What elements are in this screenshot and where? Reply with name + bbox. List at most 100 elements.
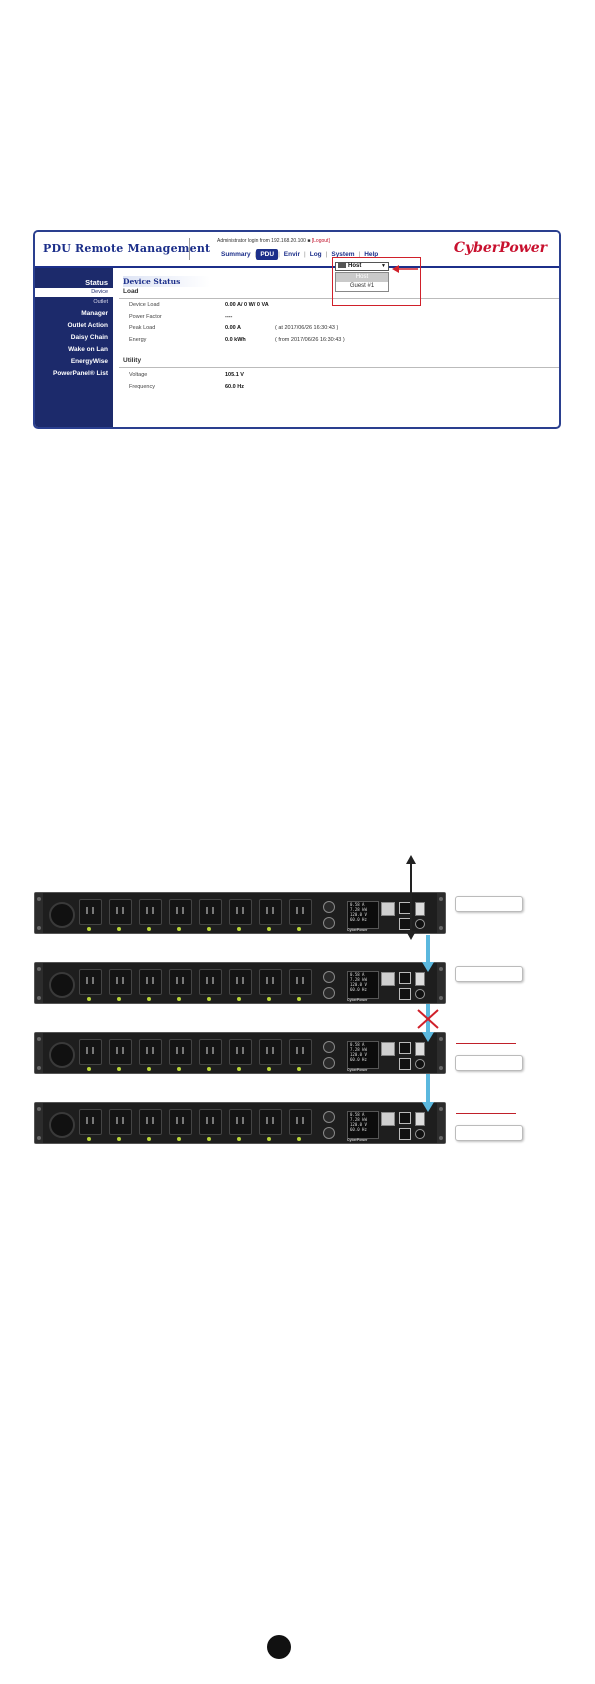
outlet — [229, 969, 252, 995]
outlet — [139, 899, 162, 925]
outlet-led — [87, 927, 91, 931]
nav-pdu[interactable]: PDU — [256, 249, 279, 260]
mount-ear — [437, 1103, 445, 1143]
usb-port — [415, 1112, 425, 1126]
outlet-led — [207, 1067, 211, 1071]
device-load-value: 0.00 A/ 0 W/ 0 VA — [225, 302, 269, 308]
nav-summary[interactable]: Summary — [221, 251, 251, 258]
lcd-line: 120.0 V — [350, 1122, 367, 1127]
outlet-led — [147, 1067, 151, 1071]
lcd-line: 60.0 Hz — [350, 1057, 367, 1062]
outlet-led — [237, 1067, 241, 1071]
option-host[interactable]: Host — [336, 273, 388, 282]
sidebar-item-manager[interactable]: Manager — [81, 310, 108, 317]
outlet-led — [117, 1137, 121, 1141]
outlet — [259, 1109, 282, 1135]
mount-ear — [35, 893, 43, 933]
outlet — [199, 1039, 222, 1065]
utility-heading: Utility — [123, 357, 142, 364]
label-box — [455, 1125, 523, 1141]
outlet — [199, 899, 222, 925]
sensor-port — [415, 989, 425, 999]
outlet-led — [207, 927, 211, 931]
app-title: PDU Remote Management — [43, 242, 211, 255]
outlet-led — [117, 927, 121, 931]
outlet-led — [237, 1137, 241, 1141]
user-icon: ■ — [307, 238, 311, 244]
control-button — [323, 1041, 335, 1053]
screw — [37, 967, 41, 971]
screw — [37, 1066, 41, 1070]
device-load-label: Device Load — [129, 302, 160, 308]
network-port — [381, 1042, 395, 1056]
header: PDU Remote Management Administrator logi… — [35, 232, 559, 266]
mount-ear — [437, 1033, 445, 1073]
sidebar-item-wake-on-lan[interactable]: Wake on Lan — [68, 346, 108, 353]
device-icon — [338, 263, 346, 268]
sidebar-item-energywise[interactable]: EnergyWise — [70, 358, 108, 365]
control-button — [323, 971, 335, 983]
device-select[interactable]: Host ▼ — [335, 262, 389, 271]
chain-in-port — [399, 1042, 411, 1054]
device-select-value: Host — [348, 263, 362, 270]
option-guest-1[interactable]: Guest #1 — [349, 283, 375, 289]
sidebar-item-device[interactable]: Device — [35, 288, 113, 297]
control-button — [323, 1111, 335, 1123]
outlet-led — [297, 997, 301, 1001]
outlet — [199, 1109, 222, 1135]
screw — [439, 1107, 443, 1111]
mount-ear — [35, 1103, 43, 1143]
nav-log[interactable]: Log — [309, 251, 322, 258]
sidebar-item-status[interactable]: Status — [85, 278, 108, 287]
outlet-led — [87, 1067, 91, 1071]
logout-link[interactable]: [Logout] — [311, 238, 330, 244]
lcd-line: 60.0 Hz — [350, 987, 367, 992]
outlet — [259, 899, 282, 925]
lcd-line: 60.0 Hz — [350, 917, 367, 922]
lcd-line: 7.28 kW — [350, 907, 367, 912]
outlet — [79, 969, 102, 995]
screw — [37, 926, 41, 930]
usb-port — [415, 1042, 425, 1056]
label-box — [455, 896, 523, 912]
page-marker — [267, 1635, 291, 1659]
sidebar-item-outlet-action[interactable]: Outlet Action — [67, 322, 108, 329]
nav-help[interactable]: Help — [364, 251, 379, 258]
device-select-options: Host Guest #1 — [335, 272, 389, 292]
outlet — [229, 1109, 252, 1135]
outlet-led — [177, 1067, 181, 1071]
sidebar-item-daisy-chain[interactable]: Daisy Chain — [70, 334, 108, 341]
mount-ear — [35, 1033, 43, 1073]
screw — [439, 1066, 443, 1070]
outlet — [169, 1039, 192, 1065]
control-button — [323, 1057, 335, 1069]
outlet-led — [147, 927, 151, 931]
nav-envir[interactable]: Envir — [283, 251, 301, 258]
lcd-line: 60.0 Hz — [350, 1127, 367, 1132]
outlet-led — [237, 927, 241, 931]
sidebar-item-outlet[interactable]: Outlet — [93, 299, 108, 305]
nav-system[interactable]: System — [331, 251, 355, 258]
divider — [119, 367, 559, 368]
sidebar-item-powerpanel-list[interactable]: PowerPanel® List — [53, 370, 108, 377]
lcd-line: 0.58 A — [350, 902, 365, 907]
divider — [119, 298, 559, 299]
chevron-down-icon: ▼ — [381, 263, 386, 269]
energy-label: Energy — [129, 337, 147, 343]
outlet-led — [297, 1137, 301, 1141]
outlet — [109, 1109, 132, 1135]
outlet — [139, 969, 162, 995]
outlet — [259, 1039, 282, 1065]
lcd-line: 0.58 A — [350, 1042, 365, 1047]
outlet — [109, 1039, 132, 1065]
outlet-led — [267, 997, 271, 1001]
mount-ear — [437, 963, 445, 1003]
lcd-line: 120.0 V — [350, 912, 367, 917]
outlet-led — [177, 1137, 181, 1141]
control-button — [323, 917, 335, 929]
screw — [37, 897, 41, 901]
